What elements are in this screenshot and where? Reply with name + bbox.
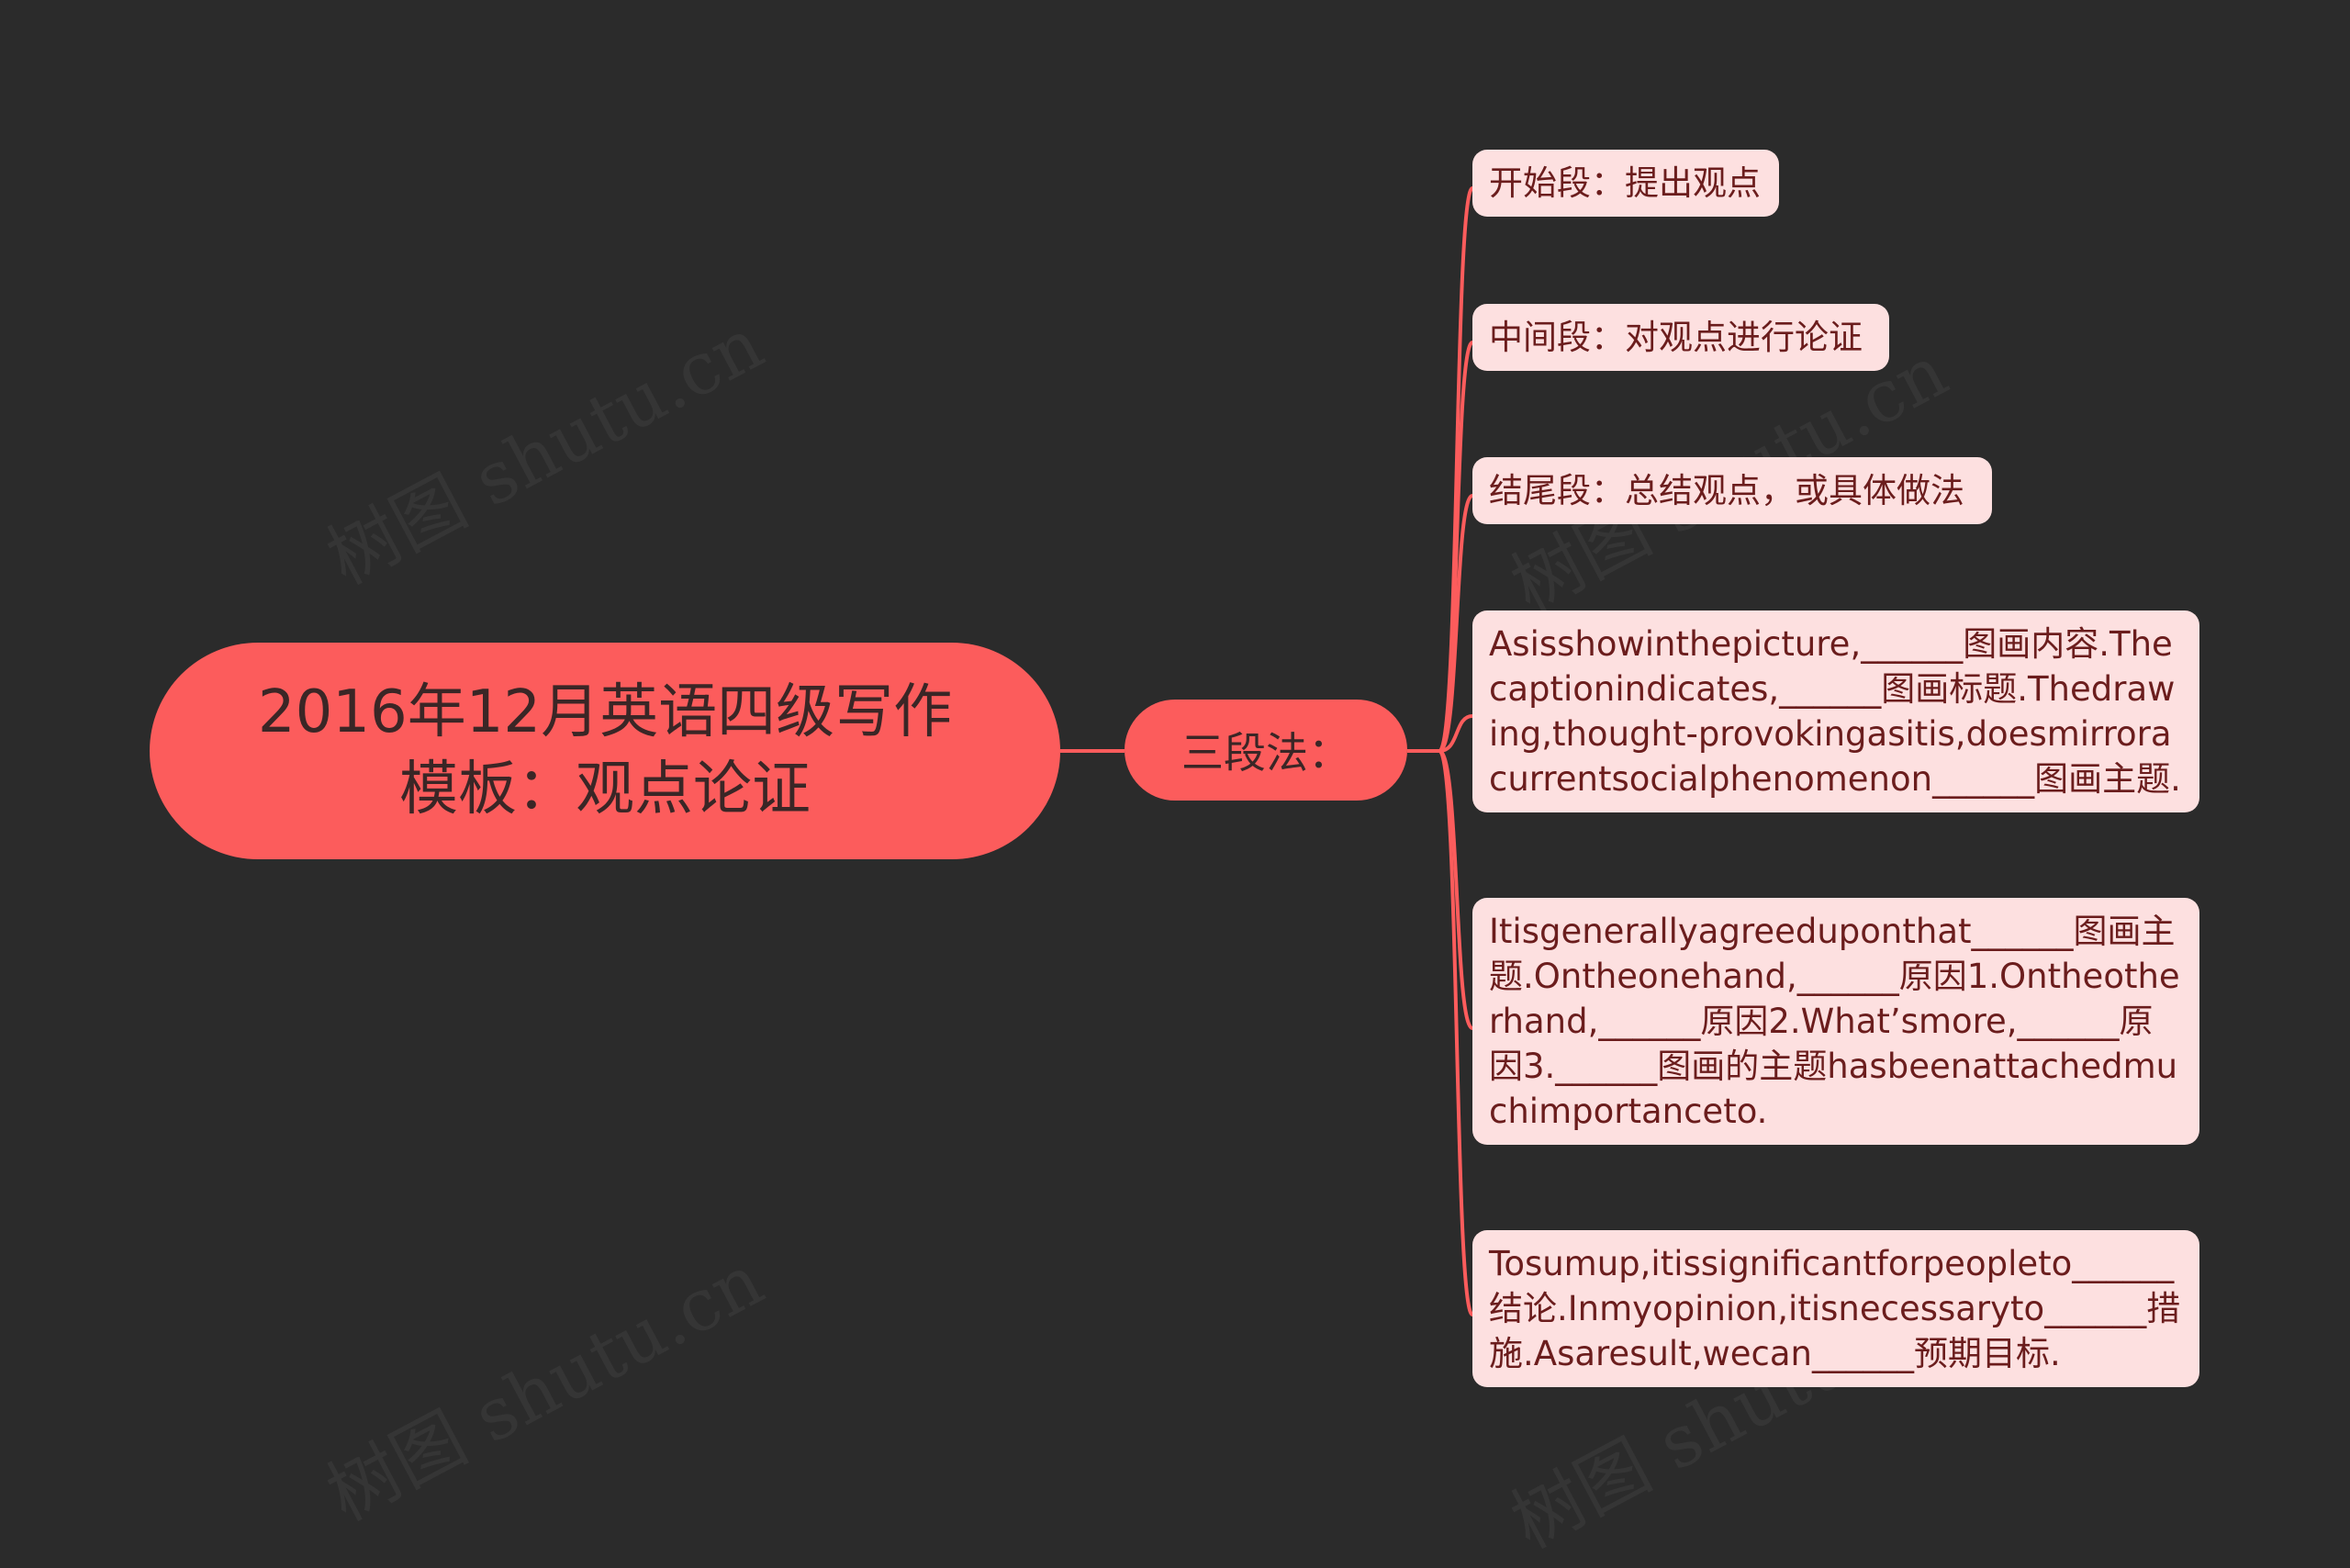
leaf-node[interactable]: Asisshowinthepicture,______图画内容.Thecapti…: [1472, 610, 2199, 812]
leaf-text: Tosumup,itissignificantforpeopleto______…: [1489, 1244, 2181, 1373]
leaf-node[interactable]: Itisgenerallyagreeduponthat______图画主题.On…: [1472, 898, 2199, 1145]
leaf-text: 开始段：提出观点: [1489, 163, 1761, 203]
branch-label: 三段法：: [1181, 728, 1350, 778]
root-node[interactable]: 2016年12月英语四级写作模板：观点论证: [150, 643, 1060, 859]
leaf-node[interactable]: 开始段：提出观点: [1472, 150, 1779, 217]
branch-node[interactable]: 三段法：: [1125, 700, 1407, 801]
leaf-node[interactable]: 中间段：对观点进行论证: [1472, 304, 1889, 371]
leaf-node[interactable]: 结尾段：总结观点，或具体做法: [1472, 457, 1992, 524]
leaf-text: Itisgenerallyagreeduponthat______图画主题.On…: [1489, 912, 2180, 1131]
leaf-text: 结尾段：总结观点，或具体做法: [1489, 471, 1964, 510]
leaf-text: Asisshowinthepicture,______图画内容.Thecapti…: [1489, 624, 2181, 799]
root-title: 2016年12月英语四级写作模板：观点论证: [257, 678, 953, 823]
leaf-node[interactable]: Tosumup,itissignificantforpeopleto______…: [1472, 1230, 2199, 1387]
leaf-text: 中间段：对观点进行论证: [1489, 318, 1863, 357]
